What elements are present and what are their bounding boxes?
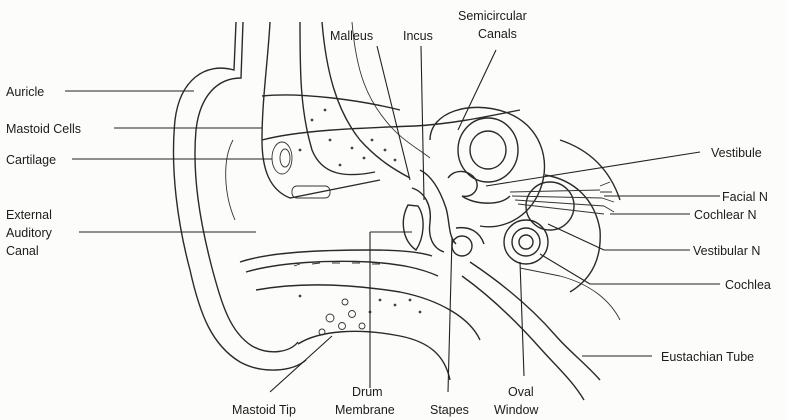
label-eac-line3: Canal	[6, 244, 39, 258]
mastoid-cells-upper	[272, 109, 396, 198]
cochlea-leader-1	[540, 254, 590, 284]
label-cochlear-n: Cochlear N	[694, 208, 757, 222]
label-oval-line2: Window	[494, 403, 539, 417]
middle-ear	[403, 170, 484, 256]
stapes-leader	[448, 238, 452, 392]
label-vestibule: Vestibule	[711, 146, 762, 160]
vestibular-n-leader-1	[548, 224, 604, 250]
inner-ear	[430, 107, 620, 320]
label-mastoid-cells: Mastoid Cells	[6, 122, 81, 136]
label-oval-line1: Oval	[508, 385, 534, 399]
label-facial-n: Facial N	[722, 190, 768, 204]
label-drum-line1: Drum	[352, 385, 383, 399]
label-eac-line1: External	[6, 208, 52, 222]
label-semicircular-line2: Canals	[478, 27, 517, 41]
vestibule-leader	[486, 152, 700, 186]
label-cartilage: Cartilage	[6, 153, 56, 167]
canal-floor	[240, 250, 480, 380]
label-stapes: Stapes	[430, 403, 469, 417]
incus-leader	[421, 46, 424, 200]
upper-bone-outline	[262, 22, 520, 198]
mastoid-tip-leader	[270, 336, 332, 392]
labels: Auricle Mastoid Cells Cartilage External…	[6, 9, 771, 417]
label-malleus: Malleus	[330, 29, 373, 43]
oval-window-leader	[520, 262, 524, 376]
label-drum-line2: Membrane	[335, 403, 395, 417]
label-cochlea: Cochlea	[725, 278, 771, 292]
label-vestibular-n: Vestibular N	[693, 244, 760, 258]
label-auricle: Auricle	[6, 85, 44, 99]
leader-lines	[65, 46, 720, 392]
label-eac-line2: Auditory	[6, 226, 53, 240]
label-semicircular-line1: Semicircular	[458, 9, 527, 23]
label-eustachian-tube: Eustachian Tube	[661, 350, 754, 364]
label-mastoid-tip: Mastoid Tip	[232, 403, 296, 417]
label-incus: Incus	[403, 29, 433, 43]
mastoid-cells-lower	[299, 295, 422, 335]
